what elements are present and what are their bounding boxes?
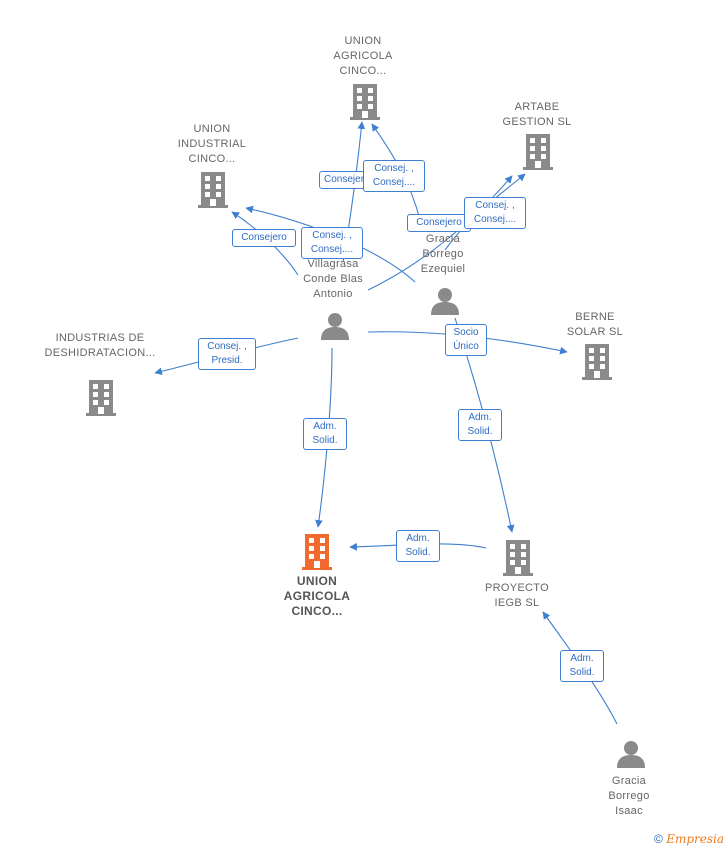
node-label-artabe[interactable]: ARTABE GESTION SL [502, 101, 572, 128]
edge-label: Adm. Solid. [303, 418, 347, 450]
edge-label: Consej. , Consej.... [301, 227, 363, 259]
edge-label: Adm. Solid. [560, 650, 604, 682]
node-label-berne[interactable]: BERNE SOLAR SL [566, 311, 624, 338]
edge-label: Adm. Solid. [396, 530, 440, 562]
building-icon[interactable] [86, 380, 116, 416]
node-label-gracia-isaac[interactable]: Gracia Borrego Isaac [608, 775, 650, 817]
copyright-symbol: © [654, 832, 663, 846]
building-icon[interactable] [523, 134, 553, 170]
edge-label: Consej. , Consej.... [464, 197, 526, 229]
building-icon[interactable] [503, 540, 533, 576]
building-icon-focus[interactable] [302, 534, 332, 570]
footer-brand[interactable]: © Empresia [654, 832, 724, 846]
node-label-proyecto[interactable]: PROYECTO IEGB SL [485, 582, 549, 609]
node-label-union-agricola-focus[interactable]: UNION AGRICOLA CINCO... [283, 574, 351, 618]
person-icon[interactable] [431, 287, 459, 315]
edge-label: Adm. Solid. [458, 409, 502, 441]
building-icon[interactable] [350, 84, 380, 120]
node-label-union-agricola-top[interactable]: UNION AGRICOLA CINCO... [333, 35, 393, 77]
edge-label: Socio Único [445, 324, 487, 356]
building-icon[interactable] [198, 172, 228, 208]
brand-logo: Empresia [666, 832, 724, 846]
person-icon[interactable] [321, 312, 349, 340]
node-label-union-industrial[interactable]: UNION INDUSTRIAL CINCO... [177, 123, 247, 165]
person-icon[interactable] [617, 740, 645, 768]
edge-villagrasa-artabe [367, 175, 513, 291]
edge-label: Consejero [407, 214, 471, 232]
edge-label: Consej. , Consej.... [363, 160, 425, 192]
node-label-industrias[interactable]: INDUSTRIAS DE DESHIDRATACION... [44, 332, 156, 359]
node-label-gracia-ezequiel[interactable]: Gracia Borrego Ezequiel [420, 233, 466, 275]
edge-label: Consejero [232, 229, 296, 247]
edge-label: Consej. , Presid. [198, 338, 256, 370]
node-label-villagrasa[interactable]: Villagrasa Conde Blas Antonio [303, 258, 363, 300]
building-icon[interactable] [582, 344, 612, 380]
